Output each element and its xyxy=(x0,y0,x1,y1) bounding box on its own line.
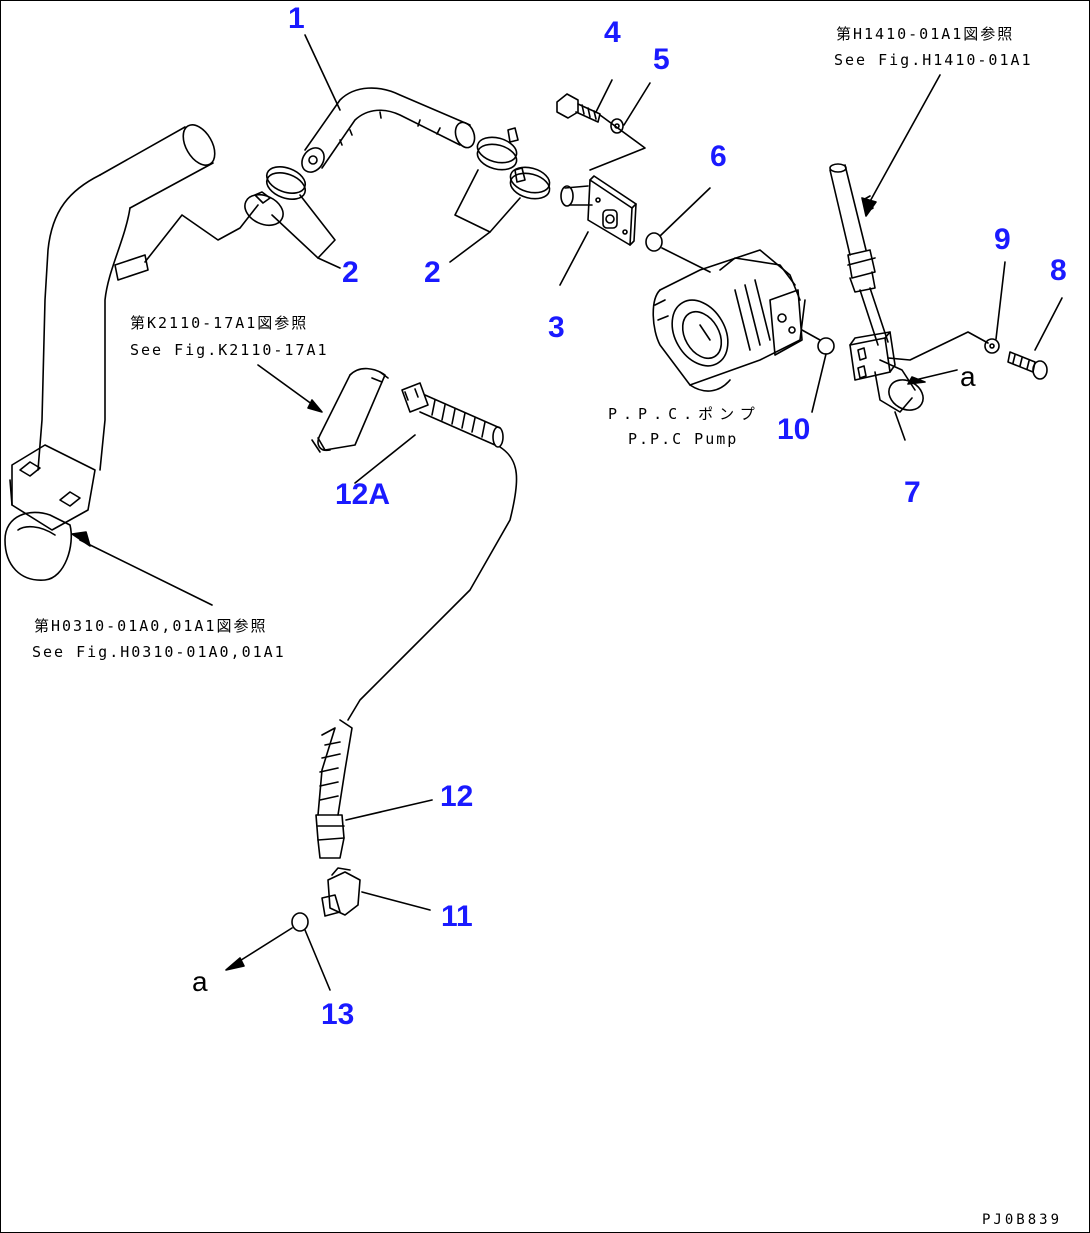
ref-k2110-jp: 第K2110-17A1図参照 xyxy=(130,314,309,332)
marker-a-right: a xyxy=(960,361,976,392)
clamps-2-right xyxy=(449,127,551,263)
ref-h0310-en: See Fig.H0310-01A0,01A1 xyxy=(32,643,286,661)
callout-8: 8 xyxy=(1050,254,1067,287)
washer-9-bolt-8 xyxy=(984,261,1063,380)
ref-h0310-jp: 第H0310-01A0,01A1図参照 xyxy=(34,617,268,635)
callout-9: 9 xyxy=(994,223,1011,256)
callout-5: 5 xyxy=(653,43,670,76)
hose-1 xyxy=(301,87,476,173)
reference-leaders xyxy=(71,74,958,606)
pump-label-jp: P.P.C.ポンプ xyxy=(608,405,761,423)
flange-3 xyxy=(559,114,646,286)
hose-upper-right xyxy=(829,163,889,346)
callout-2-left: 2 xyxy=(342,256,359,289)
pump-label-en: P.P.C Pump xyxy=(628,430,739,448)
callout-2-right: 2 xyxy=(424,256,441,289)
ppc-pump xyxy=(652,249,806,392)
ref-h1410-en: See Fig.H1410-01A1 xyxy=(834,51,1033,69)
bolt-4-washer-5 xyxy=(556,79,651,134)
callout-4: 4 xyxy=(604,16,621,49)
callout-leaders xyxy=(304,34,341,111)
clamps-2-left xyxy=(244,166,341,269)
o-ring-13 xyxy=(225,912,331,991)
callout-6: 6 xyxy=(710,140,727,173)
elbow-k2110 xyxy=(257,364,389,453)
drawing-number: PJ0B839 xyxy=(982,1212,1063,1228)
hose-12a xyxy=(347,382,518,721)
callout-13: 13 xyxy=(321,998,355,1031)
callout-12: 12 xyxy=(440,780,474,813)
ref-h1410-jp: 第H1410-01A1図参照 xyxy=(836,25,1015,43)
callout-1: 1 xyxy=(288,2,305,35)
callout-12a: 12A xyxy=(335,478,391,511)
marker-a-left: a xyxy=(192,966,208,997)
callout-10: 10 xyxy=(777,413,811,446)
ref-k2110-en: See Fig.K2110-17A1 xyxy=(130,341,329,359)
o-ring-10 xyxy=(801,329,835,413)
o-ring-6 xyxy=(645,187,711,273)
hose-12 xyxy=(315,719,433,859)
callout-11: 11 xyxy=(441,900,473,933)
callout-7: 7 xyxy=(904,476,921,509)
callout-3: 3 xyxy=(548,311,565,344)
elbow-11 xyxy=(321,867,431,917)
suction-pipe xyxy=(4,124,259,581)
